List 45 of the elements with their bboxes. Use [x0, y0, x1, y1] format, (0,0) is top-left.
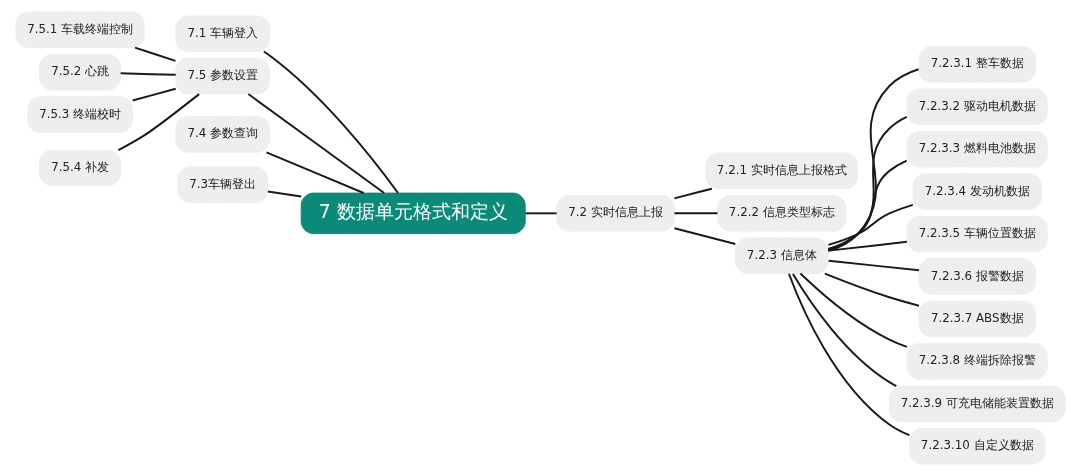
node-box: 7.3车辆登出 [176, 166, 268, 203]
connector [131, 87, 177, 102]
node-box: 7.1 车辆登入 [174, 15, 270, 52]
connector [826, 159, 908, 251]
connector [826, 203, 914, 246]
node-box: 7.2.3.7 ABS数据 [918, 300, 1036, 338]
connector [133, 46, 176, 62]
node-box: 7.2.3.8 终端拆除报警 [906, 343, 1048, 380]
connector [524, 212, 558, 215]
node-box: 7.5.1 车载终端控制 [14, 11, 145, 48]
connector [798, 272, 908, 348]
connector [119, 72, 177, 76]
connector [672, 187, 713, 200]
connector [262, 50, 399, 195]
node-box: 7.2.3.2 驱动电机数据 [906, 88, 1048, 125]
connector [826, 115, 908, 252]
node-box: 7.2.3.5 车辆位置数据 [906, 215, 1048, 253]
connector [116, 93, 200, 152]
node-box: 7.5.2 心跳 [38, 53, 121, 91]
connector [672, 227, 736, 245]
node-box: 7.2.2 信息类型标志 [716, 195, 846, 232]
connector [826, 68, 920, 252]
node-box: 7.2.3.3 燃料电池数据 [906, 130, 1048, 168]
node-box: 7.2.3.1 整车数据 [918, 46, 1036, 83]
node-box: 7 数据单元格式和定义 [300, 192, 526, 235]
node-box: 7.5.3 终端校时 [26, 96, 133, 133]
connector [672, 212, 719, 215]
node-box: 7.2 实时信息上报 [555, 195, 675, 232]
node-box: 7.2.3 信息体 [734, 237, 829, 275]
node-box: 7.5.4 补发 [38, 149, 121, 187]
node-box: 7.2.3.10 自定义数据 [908, 428, 1045, 465]
node-box: 7.2.3.4 发动机数据 [912, 173, 1042, 210]
node-box: 7.5 参数设置 [174, 57, 270, 95]
connector [265, 151, 365, 194]
node-box: 7.2.3.9 可充电储能装置数据 [888, 385, 1066, 423]
connector [827, 259, 920, 272]
node-box: 7.4 参数查询 [174, 116, 270, 153]
node-box: 7.2.1 实时信息上报格式 [704, 152, 858, 190]
node-box: 7.2.3.6 报警数据 [918, 258, 1036, 295]
connector [246, 93, 385, 194]
connector [823, 272, 920, 307]
connector [791, 272, 897, 387]
connector [827, 240, 908, 252]
connector [266, 190, 302, 198]
connector [787, 272, 910, 437]
